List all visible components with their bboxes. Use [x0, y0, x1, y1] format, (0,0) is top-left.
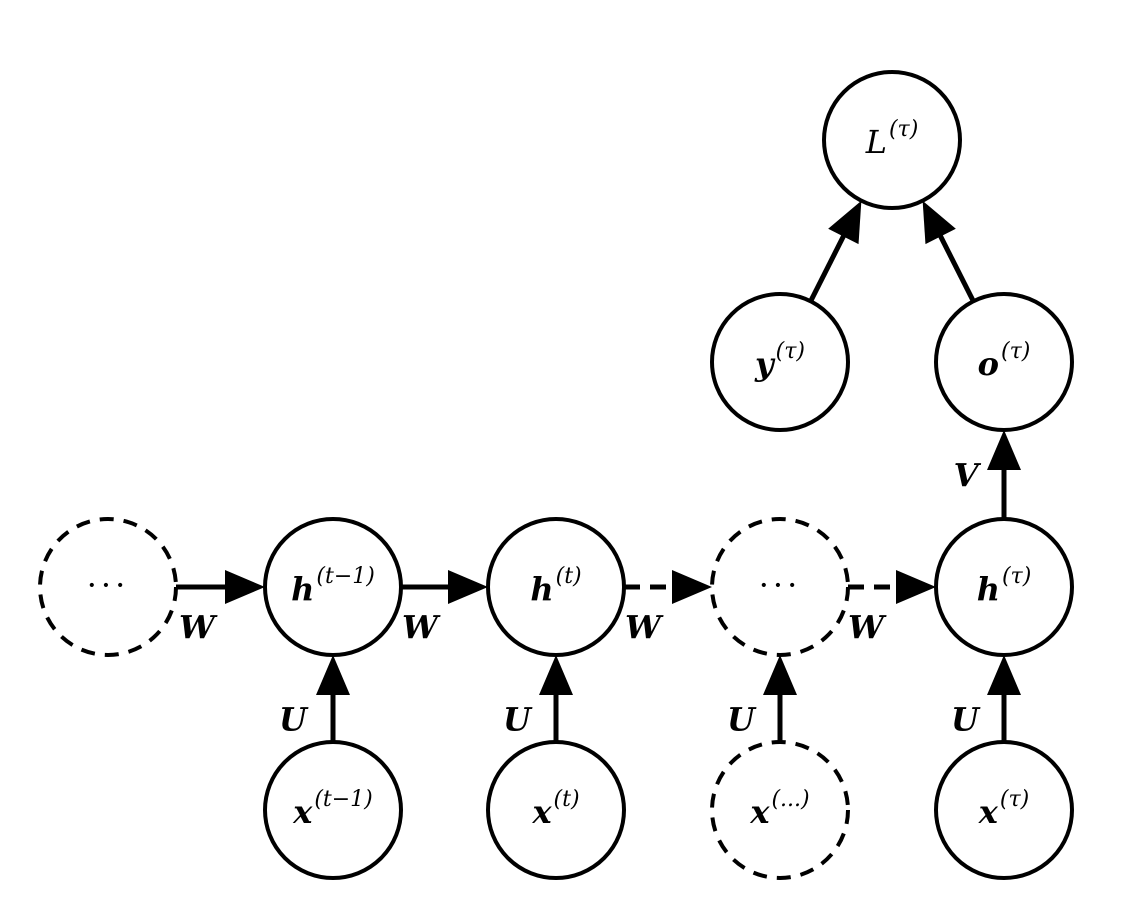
edge-weight-label: U: [727, 701, 757, 739]
node-label: x(τ): [978, 787, 1029, 831]
node-circle: [710, 517, 850, 657]
node-h-dots: ···: [710, 517, 850, 657]
node-symbol: h: [977, 570, 1000, 608]
edge-weight-label: W: [625, 609, 664, 647]
node-circle: [486, 740, 626, 880]
edge-weight-label: W: [402, 609, 441, 647]
edge-weight-label: U: [279, 701, 309, 739]
node-label: h(t): [530, 564, 581, 608]
arrowhead-icon: [987, 430, 1021, 470]
node-superscript: (τ): [1001, 339, 1030, 364]
arrowhead-icon: [922, 200, 956, 245]
edge-h-t-to-h-dots: W: [624, 570, 712, 647]
node-label: ···: [87, 566, 130, 604]
edges-layer: W W W W U U U U V: [176, 200, 1021, 742]
edge-weight-label: W: [848, 609, 887, 647]
arrowhead-icon: [225, 570, 265, 604]
node-circle: [486, 517, 626, 657]
node-label: y(τ): [754, 339, 805, 383]
node-circle: [710, 740, 850, 880]
arrowhead-icon: [987, 655, 1021, 695]
node-symbol: x: [531, 793, 552, 831]
node-superscript: (...): [771, 787, 809, 812]
arrowhead-icon: [763, 655, 797, 695]
edge-h-dots-to-h-tau: W: [848, 570, 936, 647]
node-circle: [934, 517, 1074, 657]
arrowhead-icon: [316, 655, 350, 695]
node-h-tau: h(τ): [934, 517, 1074, 657]
node-label: x(...): [749, 787, 809, 831]
node-h-t: h(t): [486, 517, 626, 657]
node-symbol: o: [978, 345, 999, 383]
node-superscript: (t−1): [314, 787, 372, 812]
node-x-dots: x(...): [710, 740, 850, 880]
node-symbol: h: [530, 570, 553, 608]
arrowhead-icon: [672, 570, 712, 604]
node-circle: [38, 517, 178, 657]
edge-weight-label: V: [954, 457, 982, 495]
node-superscript: (τ): [1002, 564, 1031, 589]
node-o-tau: o(τ): [934, 292, 1074, 432]
node-circle: [263, 740, 403, 880]
edge-h-prev-dots-to-h-t-1: W: [176, 570, 265, 647]
node-label: ···: [759, 566, 802, 604]
node-circle: [263, 517, 403, 657]
node-symbol: x: [978, 793, 999, 831]
node-circle: [710, 292, 850, 432]
node-superscript: (t): [556, 564, 582, 589]
arrowhead-icon: [539, 655, 573, 695]
node-x-t: x(t): [486, 740, 626, 880]
edge-weight-label: U: [503, 701, 533, 739]
edge-x-tau-to-h-tau: U: [951, 655, 1021, 742]
edge-o-tau-to-L-tau: [922, 200, 976, 303]
node-superscript: (t): [554, 787, 580, 812]
node-label: h(t−1): [291, 564, 375, 608]
edge-weight-label: W: [179, 609, 218, 647]
node-symbol: x: [749, 793, 770, 831]
node-symbol: y: [754, 345, 776, 383]
node-symbol: L: [865, 123, 887, 161]
node-superscript: (τ): [776, 339, 805, 364]
edge-weight-label: U: [951, 701, 981, 739]
node-superscript: (τ): [889, 117, 918, 142]
node-L-tau: L(τ): [822, 70, 962, 210]
node-h-prev-dots: ···: [38, 517, 178, 657]
arrowhead-icon: [828, 200, 862, 245]
edge-line: [937, 233, 976, 303]
node-superscript: (t−1): [316, 564, 374, 589]
edge-x-t-1-to-h-t-1: U: [279, 655, 350, 742]
arrowhead-icon: [448, 570, 488, 604]
node-x-tau: x(τ): [934, 740, 1074, 880]
node-label: h(τ): [977, 564, 1032, 608]
node-y-tau: y(τ): [710, 292, 850, 432]
node-circle: [934, 292, 1074, 432]
node-x-t-1: x(t−1): [263, 740, 403, 880]
node-symbol: ···: [759, 566, 802, 604]
node-superscript: (τ): [1000, 787, 1029, 812]
node-label: x(t−1): [292, 787, 373, 831]
edge-h-t-1-to-h-t: W: [401, 570, 488, 647]
arrowhead-icon: [896, 570, 936, 604]
edge-h-tau-to-o-tau: V: [954, 430, 1021, 519]
node-label: o(τ): [978, 339, 1031, 383]
node-symbol: ···: [87, 566, 130, 604]
node-circle: [822, 70, 962, 210]
edge-y-tau-to-L-tau: [808, 200, 862, 303]
edge-line: [808, 233, 847, 303]
node-circle: [934, 740, 1074, 880]
edge-x-t-to-h-t: U: [503, 655, 573, 742]
nodes-layer: ···h(t−1)h(t)···h(τ)x(t−1)x(t)x(...)x(τ)…: [38, 70, 1074, 880]
node-h-t-1: h(t−1): [263, 517, 403, 657]
node-label: x(t): [531, 787, 579, 831]
node-label: L(τ): [865, 117, 919, 161]
node-symbol: h: [291, 570, 314, 608]
node-symbol: x: [292, 793, 313, 831]
edge-x-dots-to-h-dots: U: [727, 655, 797, 742]
